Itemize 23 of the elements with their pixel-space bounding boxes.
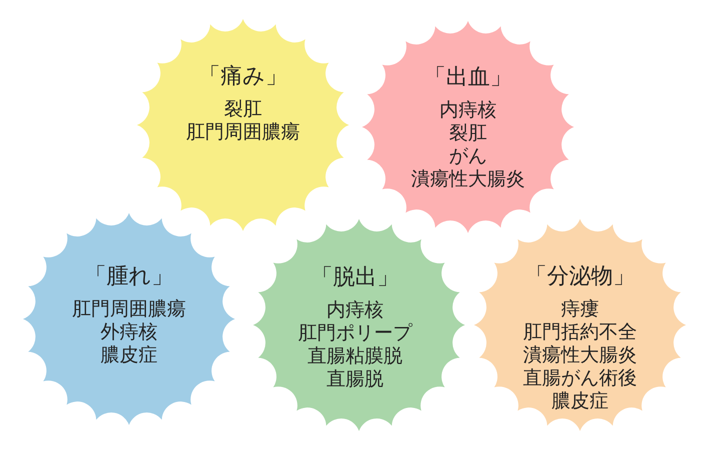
- condition-name: 痔瘻: [561, 298, 599, 321]
- condition-name: 膿皮症: [552, 390, 608, 413]
- condition-name: がん: [449, 145, 487, 168]
- badge-heading: 「痛み」: [198, 63, 288, 91]
- condition-name: 裂肛: [449, 122, 487, 145]
- condition-name: 膿皮症: [100, 344, 158, 367]
- condition-name: 直腸脱: [326, 368, 384, 391]
- badge-heading: 「脱出」: [311, 264, 399, 292]
- badge-heading: 「腫れ」: [84, 263, 174, 291]
- condition-name: 肛門周囲膿瘍: [72, 298, 186, 321]
- condition-name: 潰瘍性大腸炎: [523, 344, 637, 367]
- condition-name: 外痔核: [100, 321, 158, 344]
- condition-name: 裂肛: [224, 98, 262, 121]
- condition-name: 直腸がん術後: [523, 367, 637, 390]
- badge-heading: 「出血」: [424, 64, 512, 92]
- condition-name: 肛門周囲膿瘍: [186, 121, 300, 144]
- condition-name: 潰瘍性大腸炎: [411, 168, 525, 191]
- condition-name: 内痔核: [326, 299, 384, 322]
- condition-name: 直腸粘膜脱: [308, 345, 402, 368]
- condition-name: 肛門ポリープ: [298, 322, 412, 345]
- condition-name: 内痔核: [440, 99, 496, 122]
- badge-heading: 「分泌物」: [525, 263, 635, 291]
- condition-name: 肛門括約不全: [523, 321, 637, 344]
